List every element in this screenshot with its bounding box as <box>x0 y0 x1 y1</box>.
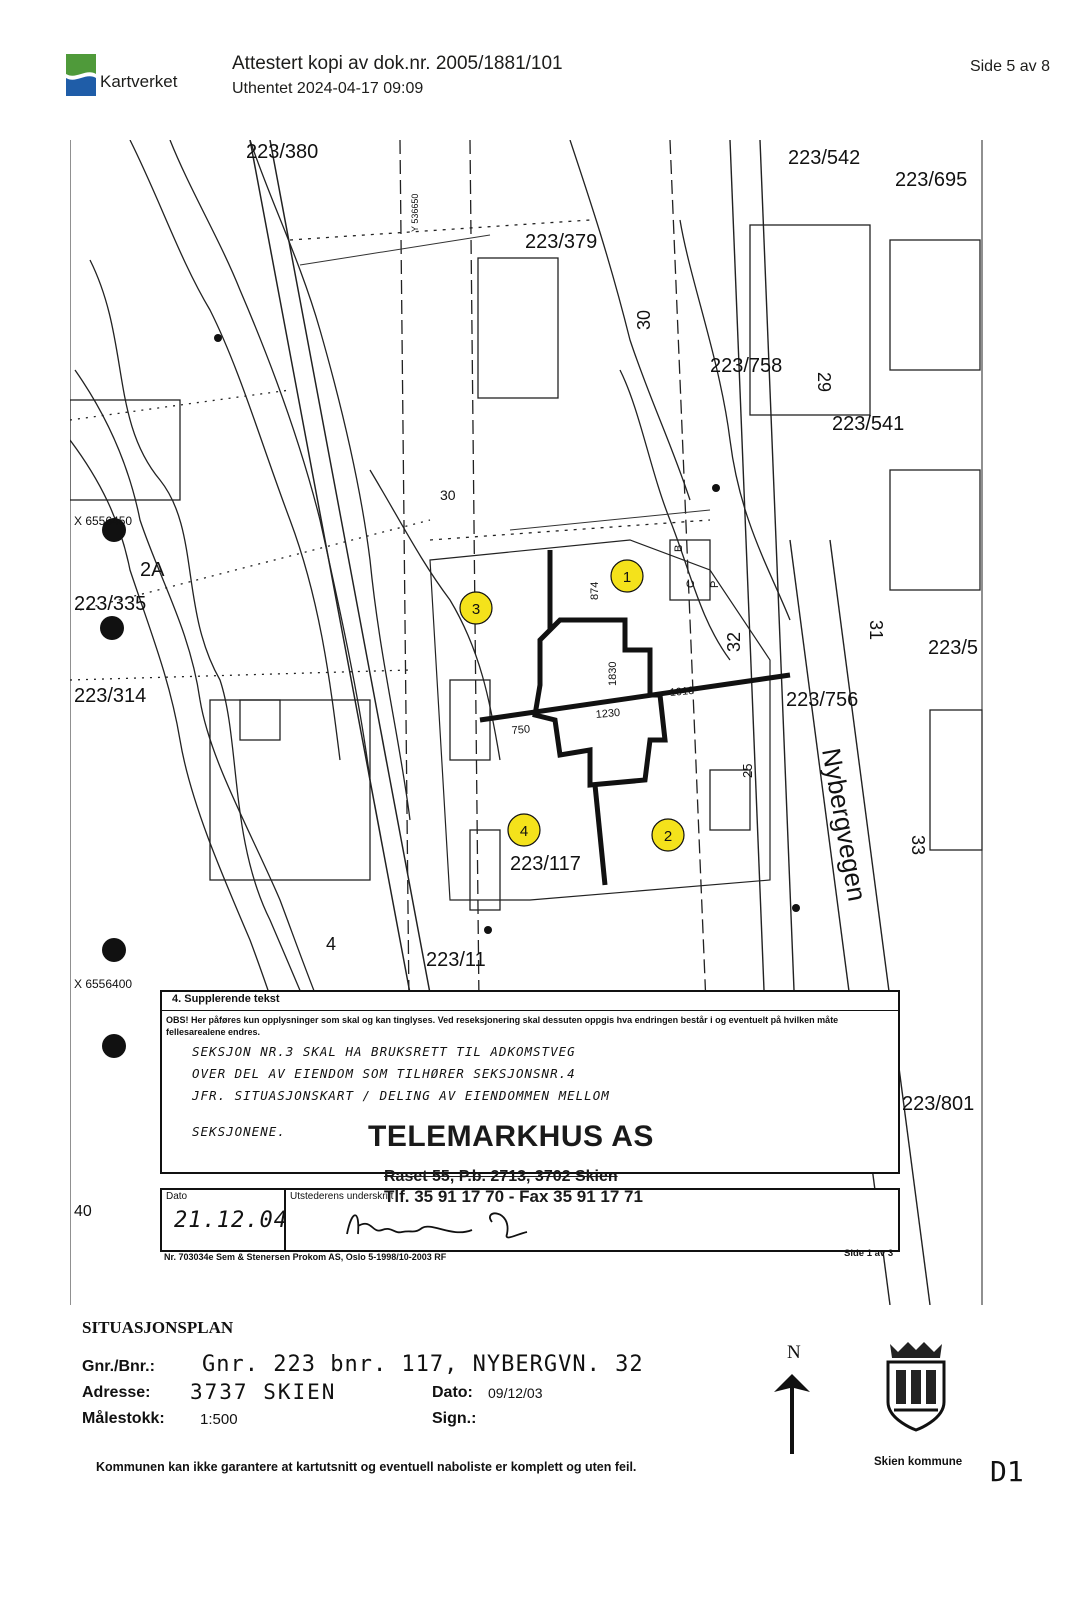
map-label: 1010 <box>669 685 694 699</box>
contour-label: 30 <box>634 310 654 330</box>
document-code: D1 <box>990 1455 1024 1488</box>
section-number: 1 <box>623 569 631 586</box>
north-arrow-icon <box>774 1374 810 1454</box>
contour-label: 29 <box>814 372 834 392</box>
coordinate-label: Y 536650 <box>410 194 420 232</box>
parcel-label: 223/756 <box>786 689 858 711</box>
handwritten-line: OVER DEL AV EIENDOM SOM TILHØRER SEKSJON… <box>192 1066 576 1081</box>
north-label: N <box>787 1342 801 1363</box>
supplementary-text-box: 4. Supplerende tekst OBS! Her påføres ku… <box>160 990 900 1174</box>
contour-label: 4 <box>326 934 336 954</box>
form-header: 4. Supplerende tekst <box>162 992 898 1011</box>
document-title: Attestert kopi av dok.nr. 2005/1881/101 <box>232 53 563 74</box>
handwritten-line: SEKSJONENE. <box>192 1124 286 1139</box>
disclaimer: Kommunen kan ikke garantere at kartutsni… <box>96 1460 637 1474</box>
map-label: C <box>685 580 697 588</box>
municipality-name: Skien kommune <box>874 1456 963 1468</box>
parcel-label: 223/5 <box>928 637 978 659</box>
page-number: Side 5 av 8 <box>969 58 1050 75</box>
map-label: B <box>673 545 685 552</box>
gnr-label: Gnr./Bnr.: <box>82 1358 155 1375</box>
parcel-label: 223/380 <box>246 141 318 163</box>
plan-title: SITUASJONSPLAN <box>82 1318 234 1337</box>
contour-label: 32 <box>724 632 744 652</box>
parcel-label: 223/541 <box>832 413 904 435</box>
plan-date-value: 09/12/03 <box>488 1385 543 1401</box>
map-label: 874 <box>589 582 601 600</box>
scale-label: Målestokk: <box>82 1410 165 1427</box>
form-footer: Nr. 703034e Sem & Stenersen Prokom AS, O… <box>164 1252 447 1262</box>
stamp-address: Raset 55, P.b. 2713, 3702 Skien <box>384 1168 618 1185</box>
parcel-label: 223/801 <box>902 1093 974 1115</box>
contour-label: 30 <box>440 487 456 503</box>
street-name: Nybergvegen <box>816 746 872 904</box>
plan-date-label: Dato: <box>432 1384 473 1401</box>
parcel-label: 223/542 <box>788 147 860 169</box>
contour-label: 25 <box>740 764 755 778</box>
gnr-value: Gnr. 223 bnr. 117, NYBERGVN. 32 <box>202 1352 644 1377</box>
issuer-label: Utstederens underskrift <box>290 1191 394 1202</box>
divider <box>284 1190 286 1250</box>
parcel-label: 223/11 <box>426 949 486 971</box>
map-label: 2A <box>140 559 165 581</box>
contour-label: 33 <box>908 835 928 855</box>
form-page: Side 1 av 3 <box>844 1248 894 1259</box>
map-label: P <box>709 581 721 588</box>
coat-of-arms-icon <box>886 1342 946 1432</box>
map-label: 750 <box>511 723 530 737</box>
section-label: 4. Supplerende tekst <box>172 993 280 1005</box>
section-number: 4 <box>520 823 528 840</box>
date-signature-box: Dato Utstederens underskrift 21.12.04 Ra… <box>160 1168 900 1252</box>
scale-value: 1:500 <box>200 1411 238 1428</box>
handwritten-line: SEKSJON NR.3 SKAL HA BRUKSRETT TIL ADKOM… <box>192 1044 576 1059</box>
coordinate-label: X 6556400 <box>74 977 132 991</box>
date-label: Dato <box>166 1191 188 1202</box>
site-map: 3 1 2 4 223/380 223/542 223/695 223/379 … <box>70 140 983 1305</box>
parcel-label: 223/379 <box>525 231 597 253</box>
brand-name: Kartverket <box>100 72 178 91</box>
map-label: 1830 <box>607 662 619 686</box>
parcel-label: 223/335 <box>74 593 146 615</box>
map-label: 1230 <box>595 707 620 721</box>
stamp-phone: Tlf. 35 91 17 70 - Fax 35 91 17 71 <box>384 1187 643 1206</box>
retrieved-timestamp: Uthentet 2024-04-17 09:09 <box>232 80 424 97</box>
signature-icon <box>346 1212 528 1239</box>
contour-label: 31 <box>866 620 886 640</box>
section-number: 3 <box>472 601 480 618</box>
coordinate-label: X 6556450 <box>74 514 132 528</box>
form-note: OBS! Her påføres kun opplysninger som sk… <box>166 1015 839 1037</box>
company-stamp: TELEMARKHUS AS <box>368 1120 654 1153</box>
handwritten-line: JFR. SITUASJONSKART / DELING AV EIENDOMM… <box>192 1088 610 1103</box>
kartverket-logo-icon <box>66 54 96 96</box>
parcel-label: 223/695 <box>895 169 967 191</box>
section-number: 2 <box>664 828 672 845</box>
sign-label: Sign.: <box>432 1410 477 1427</box>
date-value: 21.12.04 <box>174 1208 288 1233</box>
address-value: 3737 SKIEN <box>190 1380 337 1404</box>
parcel-label: 223/758 <box>710 355 782 377</box>
parcel-label: 223/314 <box>74 685 146 707</box>
contour-label: 40 <box>74 1203 92 1220</box>
parcel-label: 223/117 <box>510 853 581 875</box>
address-label: Adresse: <box>82 1384 151 1401</box>
